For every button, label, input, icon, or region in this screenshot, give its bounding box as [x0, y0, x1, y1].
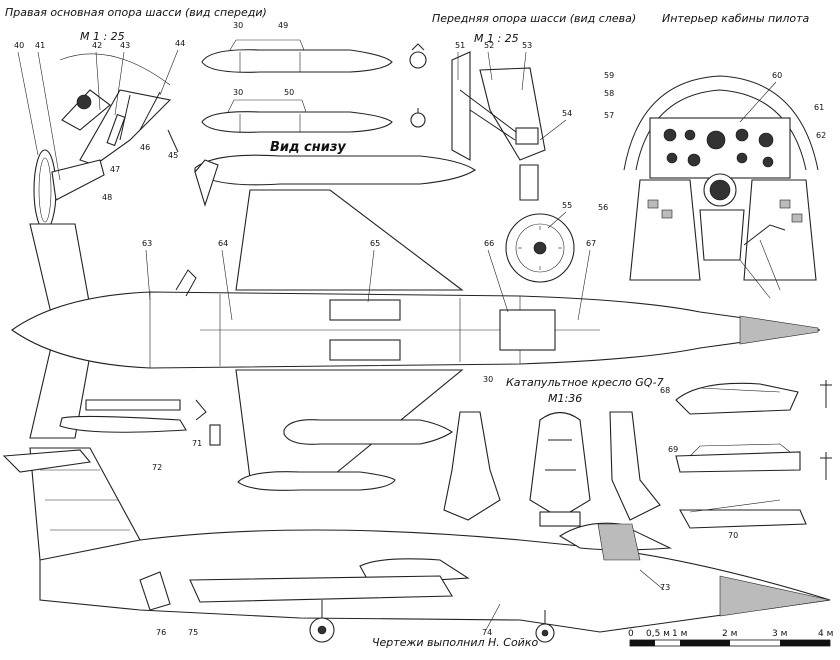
callout-48: 48: [102, 193, 112, 202]
callout-55: 55: [562, 201, 572, 210]
callout-75: 75: [188, 628, 198, 637]
callout-30: 30: [233, 21, 243, 30]
scale-label-4: 4 м: [818, 629, 833, 639]
scale-label-0-5: 0,5 м: [646, 629, 670, 639]
scale-label-1: 1 м: [672, 629, 687, 639]
external-store-drawings: [201, 39, 427, 133]
scale-label-3: 3 м: [772, 629, 787, 639]
callout-63: 63: [142, 239, 152, 248]
scale-label-0: 0: [628, 629, 634, 639]
callout-45: 45: [168, 151, 178, 160]
callout-59: 59: [604, 71, 614, 80]
pylon-details-left: [59, 399, 221, 446]
callout-46: 46: [140, 143, 150, 152]
main-gear-title: Правая основная опора шасси (вид спереди…: [5, 6, 267, 19]
callout-50: 50: [284, 88, 294, 97]
callout-42: 42: [92, 41, 102, 50]
callout-66: 66: [484, 239, 494, 248]
callout-72: 72: [152, 463, 162, 472]
cockpit-interior-drawing: [612, 70, 830, 300]
callout-54: 54: [562, 109, 572, 118]
main-gear-scale: М 1 : 25: [80, 30, 125, 43]
callout-51: 51: [455, 41, 465, 50]
seat-title: Катапультное кресло GQ-7: [506, 376, 664, 389]
cockpit-title: Интерьер кабины пилота: [662, 12, 810, 25]
callout-44: 44: [175, 39, 185, 48]
credits: Чертежи выполнил Н. Сойко: [372, 636, 539, 649]
leader-lines: [17, 49, 777, 631]
scale-bar: 0 0,5 м 1 м 2 м 3 м 4 м: [628, 629, 833, 647]
callout-47: 47: [110, 165, 120, 174]
callout-58: 58: [604, 89, 614, 98]
callout-67: 67: [586, 239, 596, 248]
callout-64: 64: [218, 239, 228, 248]
callout-69: 69: [668, 445, 678, 454]
callout-30: 30: [233, 88, 243, 97]
callout-62: 62: [816, 131, 826, 140]
seat-scale: М1:36: [548, 392, 583, 405]
nose-gear-scale: М 1 : 25: [474, 32, 519, 45]
aircraft-bottom-view: [11, 154, 821, 491]
callout-61: 61: [814, 103, 824, 112]
callout-65: 65: [370, 239, 380, 248]
nose-gear-title: Передняя опора шасси (вид слева): [432, 12, 637, 25]
right-side-details: [675, 380, 832, 529]
scale-label-2: 2 м: [722, 629, 737, 639]
callout-70: 70: [728, 531, 738, 540]
callout-60: 60: [772, 71, 782, 80]
callout-41: 41: [35, 41, 45, 50]
main-landing-gear-drawing: [33, 53, 179, 231]
callout-76: 76: [156, 628, 166, 637]
nose-landing-gear-drawing: [451, 51, 575, 283]
bottom-view-caption: Вид снизу: [270, 140, 346, 155]
aircraft-side-view: [2, 447, 831, 643]
callout-43: 43: [120, 41, 130, 50]
callout-49: 49: [278, 21, 288, 30]
callout-53: 53: [522, 41, 532, 50]
callout-30: 30: [483, 375, 493, 384]
callout-52: 52: [484, 41, 494, 50]
callout-71: 71: [192, 439, 202, 448]
callout-40: 40: [14, 41, 24, 50]
callout-68: 68: [660, 386, 670, 395]
callout-74: 74: [482, 628, 492, 637]
callout-56: 56: [598, 203, 608, 212]
callout-57: 57: [604, 111, 614, 120]
callout-numbers: 30 30 30 40 41 42 43 44 45 46 47 48 49 5…: [14, 21, 826, 637]
ejection-seat-drawing: [443, 411, 661, 527]
callout-73: 73: [660, 583, 670, 592]
